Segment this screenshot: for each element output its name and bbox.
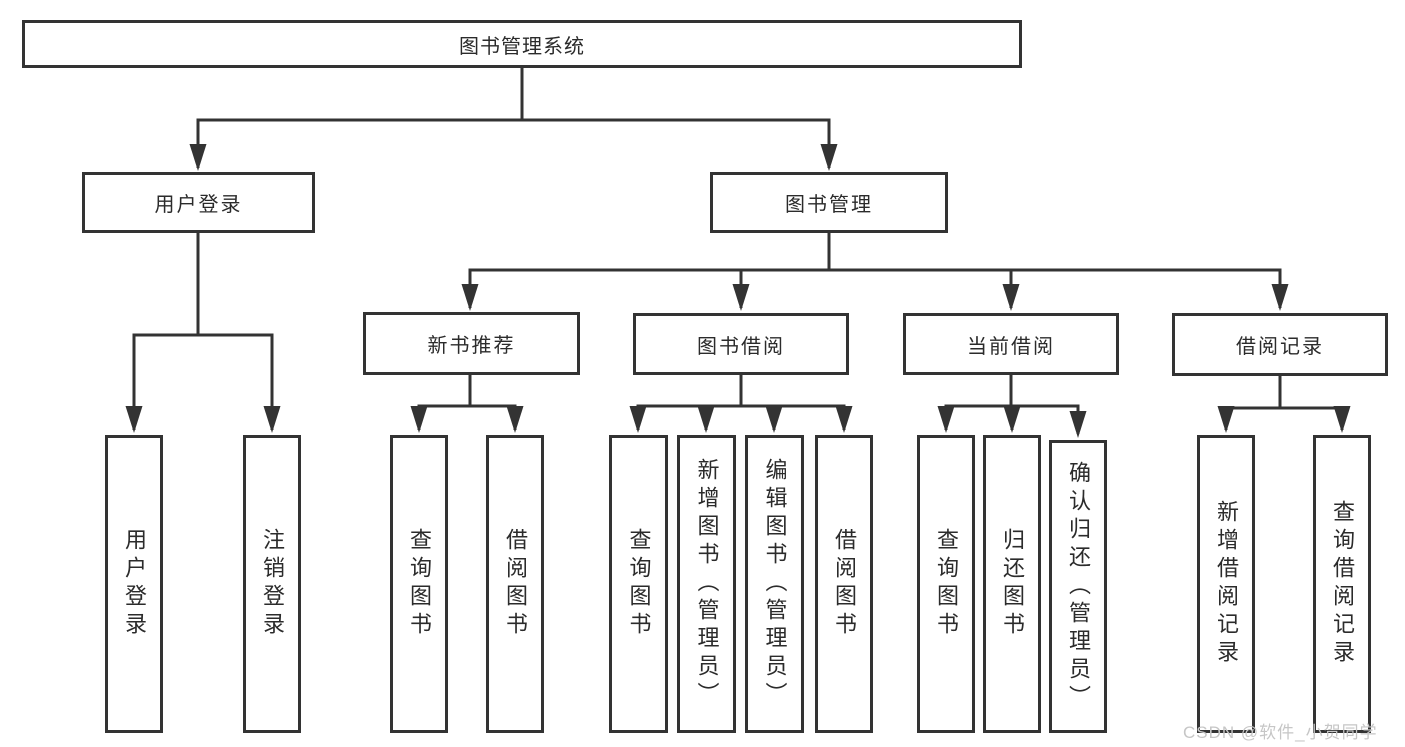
node-system-root: 图书管理系统 bbox=[22, 20, 1022, 68]
node-label: 当前借阅 bbox=[967, 335, 1055, 358]
leaf-user-login: 用户登录 bbox=[105, 435, 163, 733]
node-borrow-record: 借阅记录 bbox=[1172, 313, 1388, 376]
leaf-logout: 注销登录 bbox=[243, 435, 301, 733]
node-label: 用户登录 bbox=[122, 528, 147, 640]
leaf-return-books: 归还图书 bbox=[983, 435, 1041, 733]
leaf-borrow-books: 借阅图书 bbox=[815, 435, 873, 733]
node-book-borrow: 图书借阅 bbox=[633, 313, 849, 375]
arrowheads bbox=[125, 144, 1351, 438]
leaf-current-query-books: 查询图书 bbox=[917, 435, 975, 733]
leaf-newbook-borrow-books: 借阅图书 bbox=[486, 435, 544, 733]
node-label: 借阅图书 bbox=[832, 528, 857, 640]
leaf-add-borrow-record: 新增借阅记录 bbox=[1197, 435, 1255, 733]
node-label: 新书推荐 bbox=[427, 335, 516, 357]
node-new-book-recommend: 新书推荐 bbox=[363, 312, 580, 375]
node-label: 编辑图书（管理员） bbox=[762, 458, 788, 710]
node-label: 查询图书 bbox=[934, 528, 959, 640]
leaf-newbook-query-books: 查询图书 bbox=[390, 435, 448, 733]
node-label: 确认归还（管理员） bbox=[1066, 460, 1091, 713]
node-label: 查询借阅记录 bbox=[1330, 500, 1355, 668]
node-label: 归还图书 bbox=[1000, 528, 1025, 640]
node-book-management: 图书管理 bbox=[710, 172, 948, 233]
node-label: 借阅记录 bbox=[1236, 336, 1324, 358]
csdn-watermark: CSDN @软件_小贺同学 bbox=[1183, 723, 1378, 742]
node-label: 查询图书 bbox=[407, 528, 432, 640]
node-label: 图书管理系统 bbox=[459, 35, 585, 58]
node-user-login: 用户登录 bbox=[82, 172, 315, 233]
leaf-borrow-query-books: 查询图书 bbox=[609, 435, 668, 733]
node-label: 新增图书（管理员） bbox=[694, 458, 720, 710]
node-label: 图书借阅 bbox=[697, 335, 785, 358]
node-label: 新增借阅记录 bbox=[1214, 500, 1239, 668]
node-label: 用户登录 bbox=[154, 194, 243, 216]
leaf-add-books-admin: 新增图书（管理员） bbox=[677, 435, 736, 733]
node-label: 查询图书 bbox=[626, 528, 652, 640]
leaf-confirm-return-admin: 确认归还（管理员） bbox=[1049, 440, 1107, 733]
node-current-borrow: 当前借阅 bbox=[903, 313, 1119, 375]
node-label: 注销登录 bbox=[260, 528, 285, 640]
node-label: 图书管理 bbox=[785, 194, 873, 216]
leaf-query-borrow-record: 查询借阅记录 bbox=[1313, 435, 1371, 733]
node-label: 借阅图书 bbox=[503, 528, 528, 640]
leaf-edit-books-admin: 编辑图书（管理员） bbox=[745, 435, 804, 733]
